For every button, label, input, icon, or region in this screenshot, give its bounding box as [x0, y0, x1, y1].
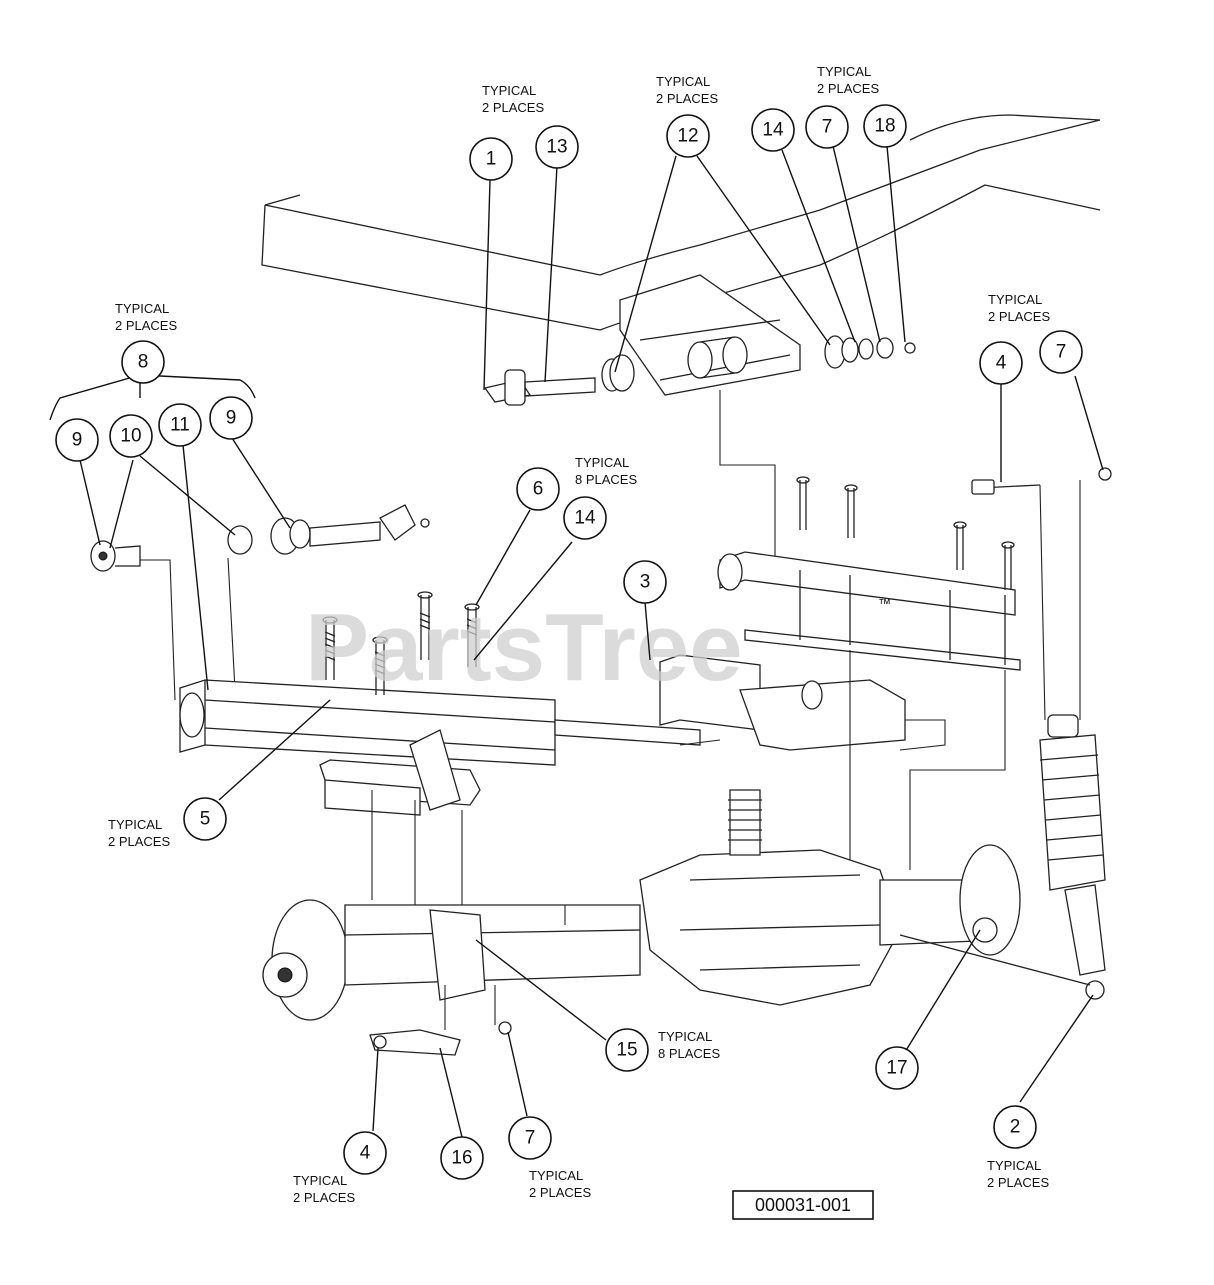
callout-balloon: 17: [875, 1046, 919, 1090]
note-line: 2 PLACES: [988, 309, 1050, 324]
callout-number: 14: [574, 508, 596, 529]
note-line: 2 PLACES: [529, 1185, 591, 1200]
middle-crossmember-drawing: [554, 654, 946, 751]
frame-rail-drawing: [261, 114, 1101, 331]
note-line: 2 PLACES: [482, 100, 544, 115]
callout-number: 3: [640, 572, 651, 593]
watermark: PartsTree ™: [305, 594, 891, 701]
note-line: 8 PLACES: [658, 1046, 720, 1061]
note-line: TYPICAL: [817, 64, 871, 79]
callout-balloon: 18: [863, 104, 907, 148]
left-pivot-bolt-set: [90, 504, 430, 701]
note-line: 2 PLACES: [987, 1175, 1049, 1190]
callout-number: 10: [120, 426, 141, 447]
callout-balloon: 15: [605, 1028, 649, 1072]
callout-balloon: 9: [209, 396, 253, 440]
callout-number: 4: [996, 353, 1007, 374]
note-line: TYPICAL: [293, 1173, 347, 1188]
callout-balloon: 5: [183, 797, 227, 841]
callout-balloon: 7: [1039, 330, 1083, 374]
pivot-bolt-set-top: [483, 335, 916, 406]
rear-axle-drawing: [262, 789, 1091, 1056]
diagram-id: 000031-001: [755, 1195, 851, 1215]
note-line: 2 PLACES: [108, 834, 170, 849]
callout-balloon: 7: [508, 1116, 552, 1160]
note-line: TYPICAL: [575, 455, 629, 470]
note-line: TYPICAL: [529, 1168, 583, 1183]
callout-balloon: 4: [343, 1131, 387, 1175]
note-line: 2 PLACES: [293, 1190, 355, 1205]
callout-balloon: 14: [751, 108, 795, 152]
callout-balloon: 3: [623, 560, 667, 604]
shock-absorber-drawing: [971, 467, 1112, 1000]
note-line: 2 PLACES: [115, 318, 177, 333]
callout-number: 9: [226, 408, 237, 429]
callout-number: 13: [546, 137, 567, 158]
leader-lines: [49, 145, 1104, 1138]
callout-number: 18: [874, 116, 895, 137]
upper-bracket-drawing: [619, 274, 801, 560]
note-line: TYPICAL: [482, 83, 536, 98]
callout-number: 17: [886, 1058, 907, 1079]
callout-number: 7: [1056, 342, 1067, 363]
callout-number: 6: [533, 479, 544, 500]
callout-number: 5: [200, 809, 211, 830]
callout-number: 11: [170, 415, 190, 436]
callout-balloon: 7: [805, 105, 849, 149]
diagram-id-box: 000031-001: [732, 1190, 874, 1220]
watermark-text: PartsTree: [305, 594, 743, 701]
callout-balloon: 8: [121, 340, 165, 384]
callout-number: 9: [72, 430, 83, 451]
note-line: TYPICAL: [987, 1158, 1041, 1173]
callout-number: 2: [1010, 1117, 1021, 1138]
callout-number: 7: [525, 1128, 536, 1149]
callout-balloon: 11: [158, 403, 202, 447]
note-line: 2 PLACES: [656, 91, 718, 106]
callout-balloon: 14: [563, 496, 607, 540]
note-line: TYPICAL: [656, 74, 710, 89]
note-line: TYPICAL: [115, 301, 169, 316]
watermark-trademark: ™: [878, 596, 891, 611]
note-line: 2 PLACES: [817, 81, 879, 96]
callout-balloon: 9: [55, 418, 99, 462]
callout-number: 8: [138, 352, 149, 373]
note-line: TYPICAL: [988, 292, 1042, 307]
front-crossmember-drawing: [179, 679, 556, 816]
callout-number: 16: [451, 1148, 472, 1169]
callout-balloon: 2: [993, 1105, 1037, 1149]
callout-balloon: 1: [469, 137, 513, 181]
callout-number: 1: [486, 149, 497, 170]
notes: TYPICAL 2 PLACES TYPICAL 2 PLACES TYPICA…: [108, 64, 1050, 1205]
callout-balloon: 10: [109, 414, 153, 458]
callout-balloon: 4: [979, 341, 1023, 385]
rear-crossmember-drawing: [717, 476, 1021, 870]
callout-number: 4: [360, 1143, 371, 1164]
note-line: TYPICAL: [658, 1029, 712, 1044]
callout-number: 7: [822, 117, 833, 138]
callout-balloon: 12: [666, 114, 710, 158]
note-line: 8 PLACES: [575, 472, 637, 487]
callout-balloon: 13: [535, 125, 579, 169]
callout-balloon: 16: [440, 1136, 484, 1180]
callouts: 1 13 12 14 7 18 8 9 10 11 9 6 14 3 4 7 5…: [55, 104, 1083, 1180]
callout-number: 14: [762, 120, 784, 141]
callout-number: 12: [677, 126, 698, 147]
callout-balloon: 6: [516, 467, 560, 511]
note-line: TYPICAL: [108, 817, 162, 832]
callout-number: 15: [616, 1040, 637, 1061]
front-bolts-studs: [322, 591, 480, 920]
